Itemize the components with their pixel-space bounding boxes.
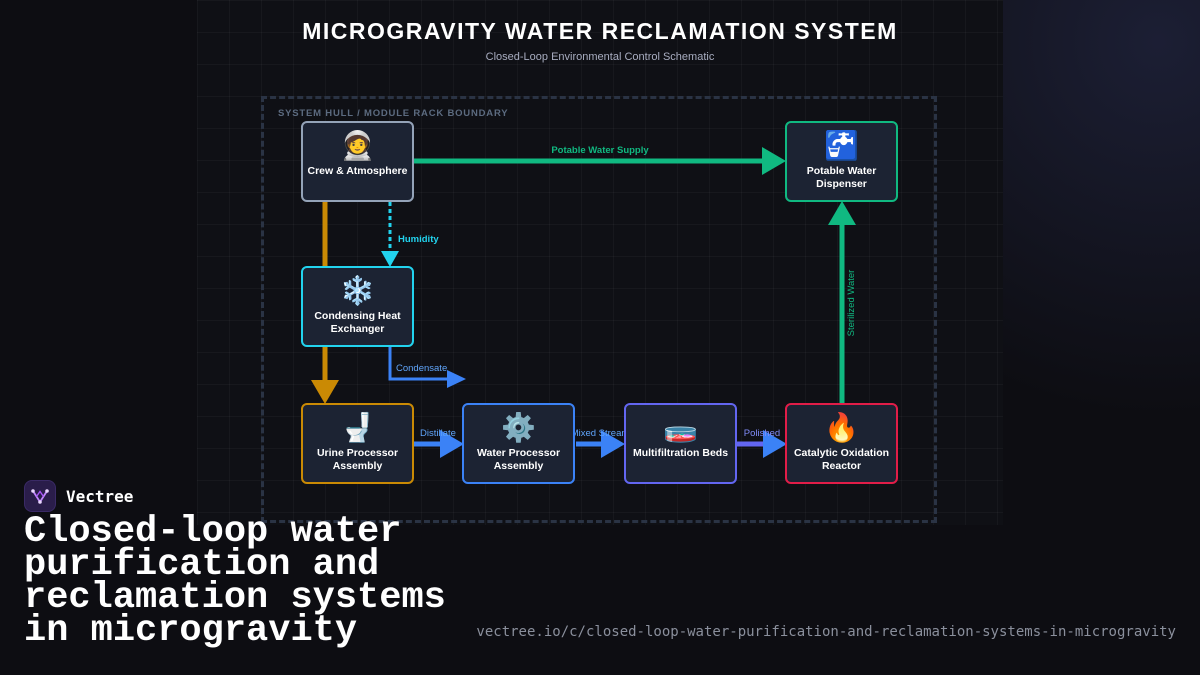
gear-icon: ⚙️ xyxy=(501,412,536,443)
node-label: Multifiltration Beds xyxy=(632,447,729,459)
node-water-processor-assembly[interactable]: ⚙️ Water Processor Assembly xyxy=(462,403,575,484)
edge-condensate xyxy=(388,347,450,381)
arrowhead-sterilized xyxy=(828,201,856,225)
edge-label-potable-supply: Potable Water Supply xyxy=(551,145,649,156)
toilet-icon: 🚽 xyxy=(340,412,375,443)
edge-label-condensate: Condensate xyxy=(396,363,447,374)
arrowhead-humidity xyxy=(381,251,399,267)
node-label: Urine Processor Assembly xyxy=(316,447,399,472)
edge-label-humidity: Humidity xyxy=(398,234,439,245)
page-title: MICROGRAVITY WATER RECLAMATION SYSTEM xyxy=(302,18,898,44)
edge-label-distillate: Distillate xyxy=(420,428,456,439)
node-catalytic-oxidation-reactor[interactable]: 🔥 Catalytic Oxidation Reactor xyxy=(785,403,898,484)
node-urine-processor-assembly[interactable]: 🚽 Urine Processor Assembly xyxy=(301,403,414,484)
astronaut-icon: 🧑‍🚀 xyxy=(340,130,375,161)
node-crew-atmosphere[interactable]: 🧑‍🚀 Crew & Atmosphere xyxy=(301,121,414,202)
arrowhead-waste xyxy=(311,380,339,404)
arrowhead-potable-supply xyxy=(762,147,786,175)
node-label: Crew & Atmosphere xyxy=(307,165,408,177)
node-potable-water-dispenser[interactable]: 🚰 Potable Water Dispenser xyxy=(785,121,898,202)
arrowhead-distillate xyxy=(440,430,464,458)
fire-icon: 🔥 xyxy=(824,412,859,443)
snowflake-icon: ❄️ xyxy=(340,275,375,306)
node-label: Catalytic Oxidation Reactor xyxy=(793,447,890,472)
vectree-logo-icon xyxy=(24,480,56,512)
node-multifiltration-beds[interactable]: 🧫 Multifiltration Beds xyxy=(624,403,737,484)
node-condensing-heat-exchanger[interactable]: ❄️ Condensing Heat Exchanger xyxy=(301,266,414,347)
water-tap-icon: 🚰 xyxy=(824,130,859,161)
arrowhead-polished xyxy=(763,430,787,458)
boundary-label: SYSTEM HULL / MODULE RACK BOUNDARY xyxy=(278,108,509,119)
brand[interactable]: Vectree xyxy=(24,479,133,513)
edge-label-sterilized: Sterilized Water xyxy=(846,270,857,337)
system-boundary xyxy=(261,96,937,523)
page-subtitle: Closed-Loop Environmental Control Schema… xyxy=(485,51,715,63)
petri-dish-icon: 🧫 xyxy=(663,412,698,443)
edge-label-mixed-stream: Mixed Stream xyxy=(571,428,630,439)
brand-name: Vectree xyxy=(66,486,134,506)
node-label: Water Processor Assembly xyxy=(476,447,561,472)
node-label: Condensing Heat Exchanger xyxy=(314,310,401,335)
node-label: Potable Water Dispenser xyxy=(806,165,877,190)
headline: Closed-loop water purification and recla… xyxy=(24,511,446,652)
arrowhead-condensate xyxy=(447,370,466,388)
edge-label-polished: Polished xyxy=(744,428,780,439)
page-url[interactable]: vectree.io/c/closed-loop-water-purificat… xyxy=(476,624,1176,640)
arrowhead-mixed-stream xyxy=(601,430,625,458)
